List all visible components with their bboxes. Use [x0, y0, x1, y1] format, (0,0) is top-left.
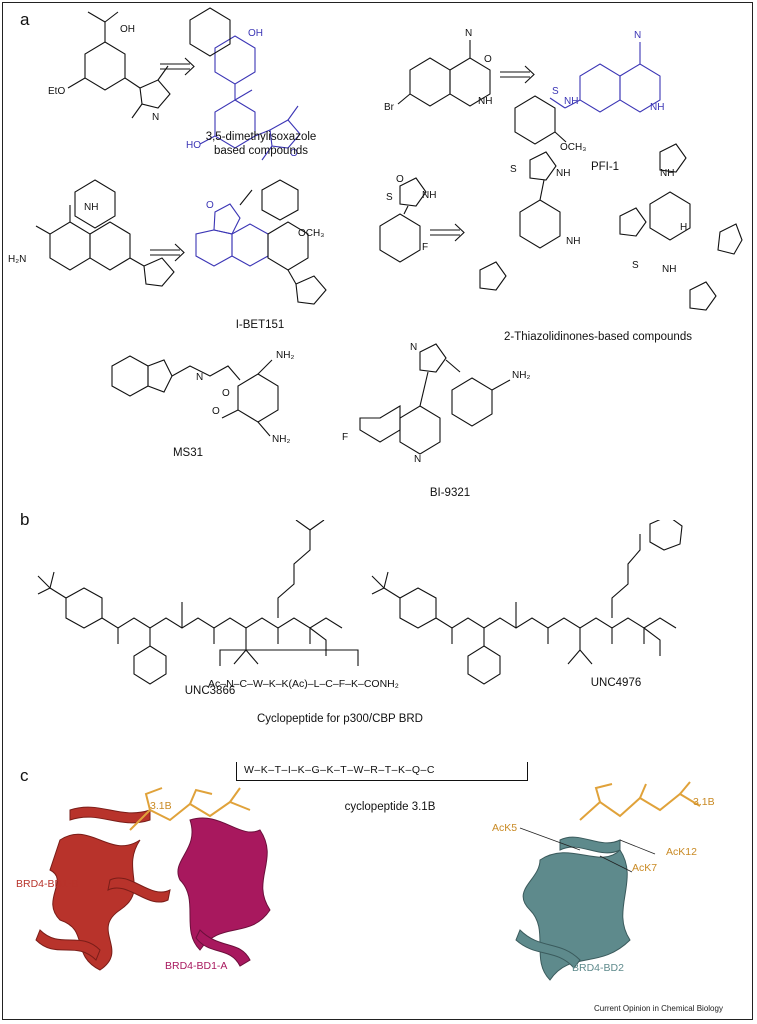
atom-o2-ms31: O: [212, 406, 220, 417]
label-bd1a: BRD4-BD1-A: [165, 960, 228, 972]
panel-letter-b: b: [20, 510, 30, 529]
label-thiazolidinones: 2-Thiazolidinones-based compounds: [504, 331, 692, 343]
atom-br: Br: [384, 102, 395, 113]
atom-och3-ibet: OCH₃: [298, 228, 324, 239]
label-pfi1: PFI-1: [590, 161, 620, 173]
label-3-1b-right: 3.1B: [693, 796, 715, 808]
atom-nh-thz5: NH: [662, 264, 676, 275]
ring-2b: [214, 99, 256, 149]
label-ack12: AcK12: [666, 846, 697, 858]
atom-n-pfi: N: [465, 28, 472, 39]
atom-o-thz: O: [396, 174, 404, 185]
atom-n-1: N: [152, 112, 159, 123]
cyclopeptide-3-1b-bracket: [236, 762, 528, 781]
label-bd1b: BRD4-BD1-B: [16, 878, 79, 890]
atom-n-ms31: N: [196, 372, 203, 383]
atom-nh-pfi3: NH: [564, 96, 578, 107]
panel-letter-c: c: [20, 766, 29, 785]
atom-o-ibet: O: [206, 200, 214, 211]
ring-1: [84, 41, 126, 91]
cyclopeptide-p300-sequence: Ac–N–C–W–K–K(Ac)–L–C–F–K–CONH₂: [208, 678, 399, 690]
atom-ho: HO: [186, 140, 201, 151]
atom-n-bi: N: [410, 342, 417, 353]
atom-oh-2: OH: [248, 28, 263, 39]
atom-o-ms31: O: [222, 388, 230, 399]
label-isoxazole-compounds: 3,5-dimethylisoxazole based compounds: [205, 131, 317, 157]
ribbon-bd1b: [35, 806, 171, 971]
peptide-sticks-left: [129, 787, 251, 831]
atom-nh-pfi2: NH: [650, 102, 664, 113]
label-ack7: AcK7: [632, 862, 658, 874]
atom-f-thz: F: [422, 242, 428, 253]
atom-s-thz2: S: [510, 164, 517, 175]
atom-nh-pfi: NH: [478, 96, 492, 107]
ring-pfi-left: [409, 57, 451, 107]
atom-nh2-ms31a: NH₂: [276, 350, 294, 361]
atom-oh-1: OH: [120, 24, 135, 35]
atom-h-thz: H: [680, 222, 687, 233]
isoxazole-1: [139, 79, 171, 109]
atom-s-thz: S: [386, 192, 393, 203]
panel-b-structures: [37, 520, 683, 685]
panel-a-structures: OH EtO N OH HO O N O NH Br N NH S NH OCH…: [8, 7, 743, 465]
panel-c-protein-structures: [35, 781, 701, 981]
label-cyclopeptide-3-1b: cyclopeptide 3.1B: [344, 801, 436, 813]
atom-s-thz3: S: [632, 260, 639, 271]
atom-nh-ibet: NH: [84, 202, 98, 213]
label-ibet151: I-BET151: [235, 319, 285, 331]
atom-f-bi: F: [342, 432, 348, 443]
label-unc4976: UNC4976: [590, 677, 642, 689]
atom-nh-thz: NH: [422, 190, 436, 201]
atom-o-pfi: O: [484, 54, 492, 65]
label-ack5: AcK5: [492, 822, 518, 834]
ribbon-bd2: [515, 836, 631, 981]
atom-s-pfi2: S: [552, 86, 559, 97]
label-ms31: MS31: [172, 447, 204, 459]
label-unc3866: UNC3866: [184, 685, 236, 697]
atom-nh-thz4: NH: [660, 168, 674, 179]
cyclopeptide-3-1b-sequence: W–K–T–I–K–G–K–T–W–R–T–K–Q–C: [244, 764, 435, 776]
atom-nh2-bi: NH₂: [512, 370, 530, 381]
atom-nh-thz3: NH: [566, 236, 580, 247]
atom-och3-pfi: OCH₃: [560, 142, 586, 153]
ring-2a: [214, 35, 256, 85]
journal-credit: Current Opinion in Chemical Biology: [594, 1004, 723, 1013]
label-cyclopeptide-p300: Cyclopeptide for p300/CBP BRD: [257, 713, 423, 725]
peptide-sticks-right: [579, 781, 701, 821]
atom-n2-bi: N: [414, 454, 421, 465]
ribbon-bd1a: [177, 817, 271, 967]
label-bd2: BRD4-BD2: [572, 962, 624, 974]
atom-n-pfi2: N: [634, 30, 641, 41]
atom-o-2: O: [290, 148, 298, 159]
atom-eto: EtO: [48, 86, 65, 97]
atom-nh-thz2: NH: [556, 168, 570, 179]
panel-letter-a: a: [20, 10, 30, 29]
label-3-1b-left: 3.1B: [150, 800, 172, 812]
label-bi9321: BI-9321: [429, 487, 471, 499]
atom-nh2-ms31b: NH₂: [272, 434, 290, 445]
atom-h2n: H₂N: [8, 254, 26, 265]
